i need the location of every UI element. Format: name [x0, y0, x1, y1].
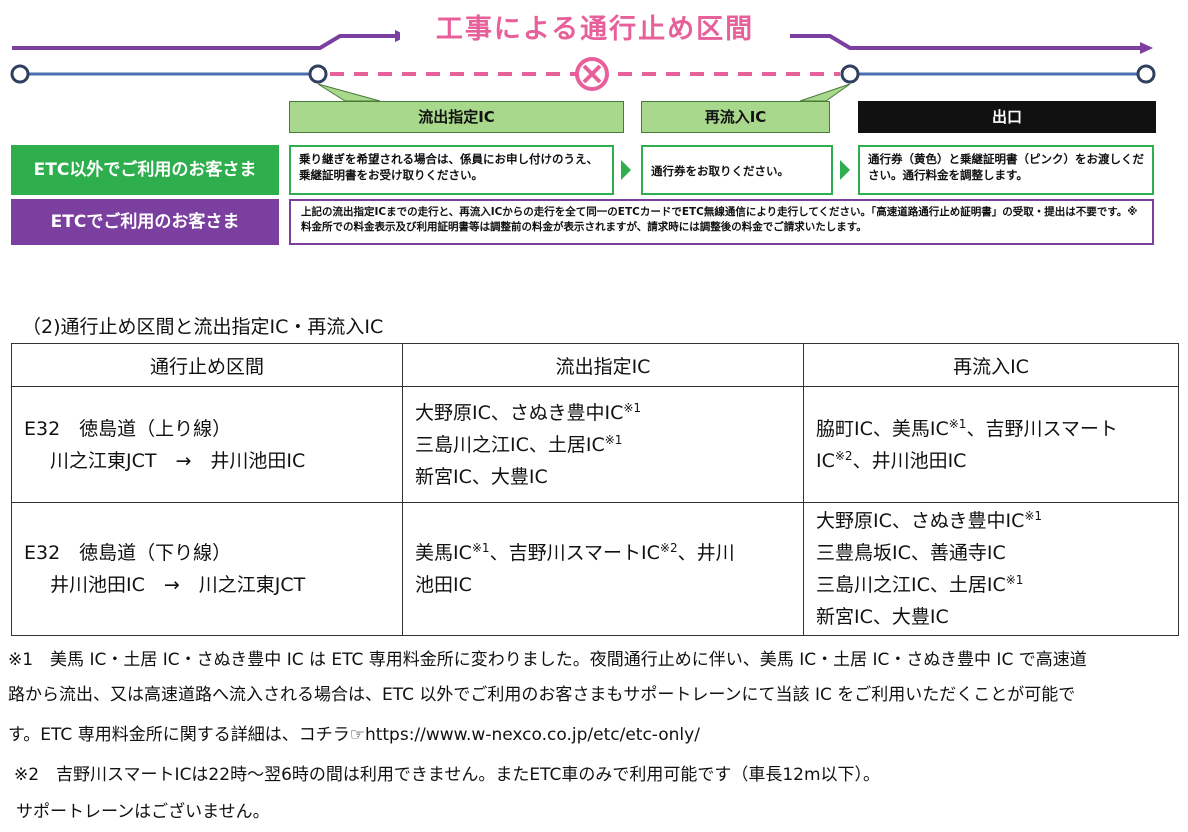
ic-line: IC※2、井川池田IC: [816, 448, 967, 472]
cell-exit-down: 美馬IC※1、吉野川スマートIC※2、井川 池田IC: [402, 502, 804, 636]
section-line: 井川池田IC → 川之江東JCT: [50, 574, 306, 596]
non-etc-step-exit: 乗り継ぎを希望される場合は、係員にお申し付けのうえ、乗継証明書をお受け取りくださ…: [289, 145, 614, 195]
stage-exit: 出口: [858, 101, 1156, 133]
non-etc-step-reentry: 通行券をお取りください。: [641, 145, 833, 195]
table-row: E32 徳島道（上り線） 川之江東JCT → 井川池田IC 大野原IC、さぬき豊…: [11, 386, 1179, 503]
node-exit-ic-icon: [308, 64, 328, 84]
note-1-line-1: ※1 美馬 IC・土居 IC・さぬき豊中 IC は ETC 専用料金所に変わりま…: [8, 650, 1087, 670]
ic-line: 三豊鳥坂IC、善通寺IC: [816, 542, 1006, 564]
step-arrow-icon: [840, 160, 850, 180]
cell-section-up: E32 徳島道（上り線） 川之江東JCT → 井川池田IC: [11, 386, 403, 503]
table-row: E32 徳島道（下り線） 井川池田IC → 川之江東JCT 美馬IC※1、吉野川…: [11, 502, 1179, 636]
section-line: 川之江東JCT → 井川池田IC: [50, 449, 306, 472]
ic-line: 大野原IC、さぬき豊中IC※1: [816, 509, 1043, 532]
node-start-icon: [10, 64, 30, 84]
etc-instructions: 上記の流出指定ICまでの走行と、再流入ICからの走行を全て同一のETCカードでE…: [289, 199, 1154, 245]
non-etc-step-exit-gate: 通行券（黄色）と乗継証明書（ピンク）をお渡しください。通行料金を調整します。: [858, 145, 1154, 195]
section-line: E32 徳島道（上り線）: [24, 417, 232, 440]
node-reentry-ic-icon: [840, 64, 860, 84]
stage-reentry-ic: 再流入IC: [641, 101, 830, 133]
ic-line: 池田IC: [415, 574, 472, 596]
cell-reentry-down: 大野原IC、さぬき豊中IC※1 三豊鳥坂IC、善通寺IC 三島川之江IC、土居I…: [803, 502, 1179, 636]
cell-section-down: E32 徳島道（下り線） 井川池田IC → 川之江東JCT: [11, 502, 403, 636]
ic-line: 三島川之江IC、土居IC※1: [415, 432, 623, 456]
node-end-icon: [1136, 64, 1156, 84]
row-label-non-etc: ETC以外でご利用のお客さま: [11, 145, 279, 195]
ic-line: 新宮IC、大豊IC: [415, 465, 548, 488]
step-arrow-icon: [621, 160, 631, 180]
ic-line: 美馬IC※1、吉野川スマートIC※2、井川: [415, 541, 735, 564]
cell-exit-up: 大野原IC、さぬき豊中IC※1 三島川之江IC、土居IC※1 新宮IC、大豊IC: [402, 386, 804, 503]
closed-x-icon: [575, 57, 609, 91]
arrow-head-right: [1140, 42, 1153, 54]
section-title: （2)通行止め区間と流出指定IC・再流入IC: [22, 316, 384, 338]
closure-ic-table: 通行止め区間 流出指定IC 再流入IC E32 徳島道（上り線） 川之江東JCT…: [11, 343, 1179, 636]
purple-route-left: [12, 34, 395, 50]
cell-reentry-up: 脇町IC、美馬IC※1、吉野川スマート IC※2、井川池田IC: [803, 386, 1179, 503]
callout-pointer-exit: [317, 83, 381, 102]
table-header-row: 通行止め区間 流出指定IC 再流入IC: [11, 343, 1179, 387]
ic-line: 脇町IC、美馬IC※1、吉野川スマート: [816, 416, 1118, 440]
header-reentry-ic: 再流入IC: [803, 343, 1179, 387]
ic-line: 大野原IC、さぬき豊中IC※1: [415, 400, 642, 424]
row-label-etc: ETCでご利用のお客さま: [11, 199, 279, 245]
note-2-line-1: ※2 吉野川スマートICは22時～翌6時の間は利用できません。またETC車のみで…: [14, 765, 881, 785]
route-diagram: [10, 30, 1156, 102]
closure-banner-title: 工事による通行止め区間: [400, 10, 790, 50]
note-1-line-3: す。ETC 専用料金所に関する詳細は、コチラ☞https://www.w-nex…: [8, 725, 700, 745]
note-1-line-2: 路から流出、又は高速道路へ流入される場合は、ETC 以外でご利用のお客さまもサポ…: [8, 685, 1076, 705]
stage-exit-ic: 流出指定IC: [289, 101, 624, 133]
ic-line: 三島川之江IC、土居IC※1: [816, 573, 1024, 596]
callout-pointer-reentry: [799, 83, 851, 102]
ic-line: 新宮IC、大豊IC: [816, 606, 949, 628]
note-2-line-2: サポートレーンはございません。: [16, 802, 270, 822]
section-line: E32 徳島道（下り線）: [24, 542, 232, 564]
purple-route-right: [790, 34, 1140, 50]
header-exit-ic: 流出指定IC: [402, 343, 804, 387]
header-closed-section: 通行止め区間: [11, 343, 403, 387]
